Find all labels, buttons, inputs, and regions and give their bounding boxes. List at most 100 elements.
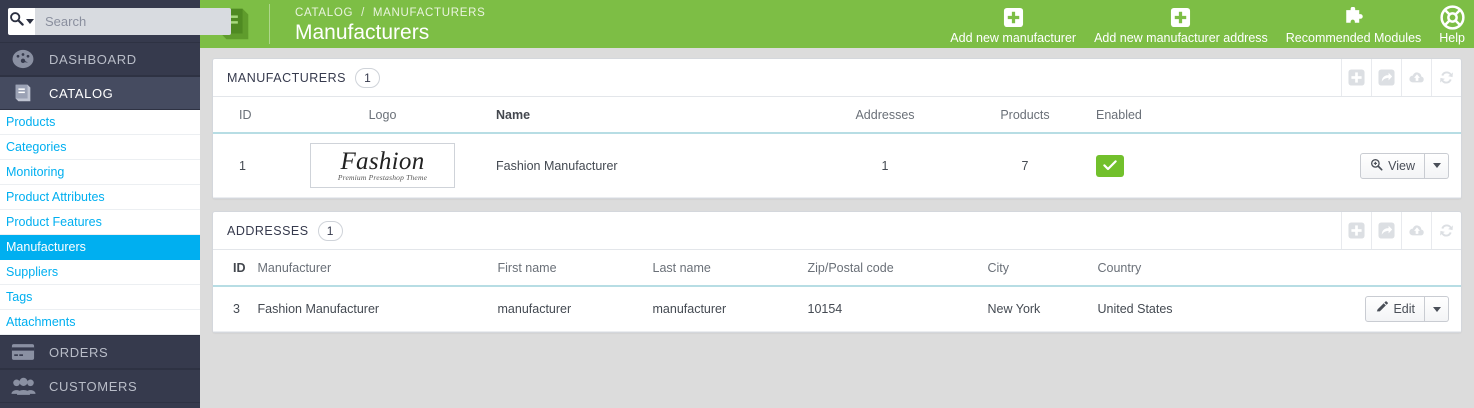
- cell-country: United States: [1091, 286, 1272, 332]
- addresses-table-head: ID Manufacturer First name Last name Zip…: [213, 250, 1461, 287]
- view-dropdown-toggle[interactable]: [1425, 152, 1449, 179]
- logo-wordmark: Fashion: [340, 148, 425, 175]
- manufacturers-panel-header: MANUFACTURERS 1: [213, 59, 1461, 97]
- sidebar-item-label: DASHBOARD: [49, 52, 137, 67]
- breadcrumb-separator: /: [361, 6, 365, 19]
- sidebar-item-label: ORDERS: [49, 345, 109, 360]
- addresses-count-badge: 1: [317, 220, 343, 241]
- cell-zip: 10154: [801, 286, 982, 332]
- breadcrumb-parent[interactable]: CATALOG: [295, 6, 354, 19]
- help-button[interactable]: Help: [1430, 0, 1474, 48]
- logo-tagline: Premium Prestashop Theme: [337, 173, 428, 182]
- column-header-enabled[interactable]: Enabled: [1090, 97, 1230, 134]
- addresses-panel: ADDRESSES 1: [212, 211, 1462, 333]
- sidebar-item-dashboard[interactable]: DASHBOARD: [0, 42, 200, 76]
- table-row[interactable]: 1 Fashion Premium Prestashop Theme Fashi…: [213, 133, 1461, 198]
- people-icon: [8, 374, 38, 398]
- column-header-name[interactable]: Name: [490, 97, 810, 134]
- search-scope-button[interactable]: [8, 7, 35, 35]
- refresh-icon[interactable]: [1431, 212, 1461, 249]
- column-header-id[interactable]: ID: [213, 250, 252, 287]
- page-header: CATALOG / MANUFACTURERS Manufacturers: [200, 0, 1474, 48]
- sidebar-subitem-product-features[interactable]: Product Features: [0, 210, 200, 235]
- column-header-actions: [1230, 97, 1461, 134]
- recommended-modules-button[interactable]: Recommended Modules: [1277, 0, 1431, 48]
- edit-button[interactable]: Edit: [1365, 296, 1425, 322]
- table-header-row: ID Logo Name Addresses Products Enabled: [213, 97, 1461, 134]
- addresses-table: ID Manufacturer First name Last name Zip…: [213, 250, 1461, 332]
- edit-dropdown-toggle[interactable]: [1425, 296, 1449, 322]
- table-row[interactable]: 3 Fashion Manufacturer manufacturer manu…: [213, 286, 1461, 332]
- status-badge[interactable]: [1096, 154, 1124, 177]
- content-area: MANUFACTURERS 1: [200, 48, 1474, 333]
- column-header-logo[interactable]: Logo: [275, 97, 490, 134]
- edit-button-label: Edit: [1393, 302, 1415, 316]
- chevron-down-icon: [1432, 306, 1441, 312]
- plus-square-icon: [1003, 4, 1024, 30]
- add-icon[interactable]: [1341, 212, 1371, 249]
- add-new-manufacturer-button[interactable]: Add new manufacturer: [941, 0, 1085, 48]
- header-divider: [269, 4, 270, 44]
- column-header-city[interactable]: City: [981, 250, 1092, 287]
- refresh-icon[interactable]: [1431, 59, 1461, 96]
- column-header-manufacturer[interactable]: Manufacturer: [251, 250, 492, 287]
- row-action-group: Edit: [1365, 296, 1449, 322]
- view-button-label: View: [1388, 158, 1415, 173]
- sidebar-search-bar: [0, 0, 231, 42]
- sidebar-subitem-suppliers[interactable]: Suppliers: [0, 260, 200, 285]
- cell-actions: View: [1230, 133, 1461, 198]
- add-icon[interactable]: [1341, 59, 1371, 96]
- addresses-table-body: 3 Fashion Manufacturer manufacturer manu…: [213, 286, 1461, 332]
- breadcrumb: CATALOG / MANUFACTURERS: [295, 3, 485, 20]
- export-icon[interactable]: [1371, 59, 1401, 96]
- gauge-icon: [8, 47, 38, 71]
- add-new-manufacturer-address-button[interactable]: Add new manufacturer address: [1085, 0, 1277, 48]
- sidebar-item-orders[interactable]: ORDERS: [0, 335, 200, 369]
- view-button[interactable]: View: [1360, 152, 1425, 179]
- sidebar-subitem-attachments[interactable]: Attachments: [0, 310, 200, 335]
- main-area: CATALOG / MANUFACTURERS Manufacturers: [200, 0, 1474, 408]
- book-icon: [8, 81, 38, 105]
- sidebar-subitem-product-attributes[interactable]: Product Attributes: [0, 185, 200, 210]
- manufacturers-table-head: ID Logo Name Addresses Products Enabled: [213, 97, 1461, 134]
- cell-enabled: [1090, 133, 1230, 198]
- magnifier-plus-icon: [1370, 158, 1383, 174]
- addresses-panel-tools: [1341, 212, 1461, 249]
- sidebar-subitem-tags[interactable]: Tags: [0, 285, 200, 310]
- column-header-id[interactable]: ID: [213, 97, 275, 134]
- cell-id: 3: [213, 286, 252, 332]
- import-icon[interactable]: [1401, 212, 1431, 249]
- search-input[interactable]: [35, 7, 231, 35]
- column-header-first-name[interactable]: First name: [491, 250, 647, 287]
- lifebuoy-icon: [1440, 4, 1465, 30]
- sidebar-subitem-manufacturers[interactable]: Manufacturers: [0, 235, 200, 260]
- sidebar-item-catalog[interactable]: CATALOG: [0, 76, 200, 110]
- column-header-zip[interactable]: Zip/Postal code: [801, 250, 982, 287]
- sidebar-subitem-categories[interactable]: Categories: [0, 135, 200, 160]
- manufacturers-panel: MANUFACTURERS 1: [212, 58, 1462, 199]
- page-title: Manufacturers: [295, 20, 430, 44]
- column-header-actions: [1271, 250, 1461, 287]
- manufacturers-count-badge: 1: [355, 67, 381, 88]
- export-icon[interactable]: [1371, 212, 1401, 249]
- import-icon[interactable]: [1401, 59, 1431, 96]
- sidebar-subitem-monitoring[interactable]: Monitoring: [0, 160, 200, 185]
- action-label: Recommended Modules: [1285, 31, 1422, 45]
- cell-manufacturer: Fashion Manufacturer: [251, 286, 492, 332]
- column-header-country[interactable]: Country: [1091, 250, 1272, 287]
- sidebar-subitem-products[interactable]: Products: [0, 110, 200, 135]
- plus-square-icon: [1170, 4, 1191, 30]
- breadcrumb-current: MANUFACTURERS: [372, 6, 486, 19]
- cell-actions: Edit: [1271, 286, 1461, 332]
- column-header-addresses[interactable]: Addresses: [810, 97, 960, 134]
- action-label: Add new manufacturer: [950, 31, 1077, 45]
- cell-name: Fashion Manufacturer: [490, 133, 810, 198]
- cell-first-name: manufacturer: [491, 286, 647, 332]
- sidebar-item-label: CATALOG: [49, 86, 114, 101]
- table-header-row: ID Manufacturer First name Last name Zip…: [213, 250, 1461, 287]
- sidebar-item-customers[interactable]: CUSTOMERS: [0, 369, 200, 403]
- column-header-last-name[interactable]: Last name: [646, 250, 802, 287]
- column-header-products[interactable]: Products: [960, 97, 1090, 134]
- action-label: Help: [1439, 31, 1465, 45]
